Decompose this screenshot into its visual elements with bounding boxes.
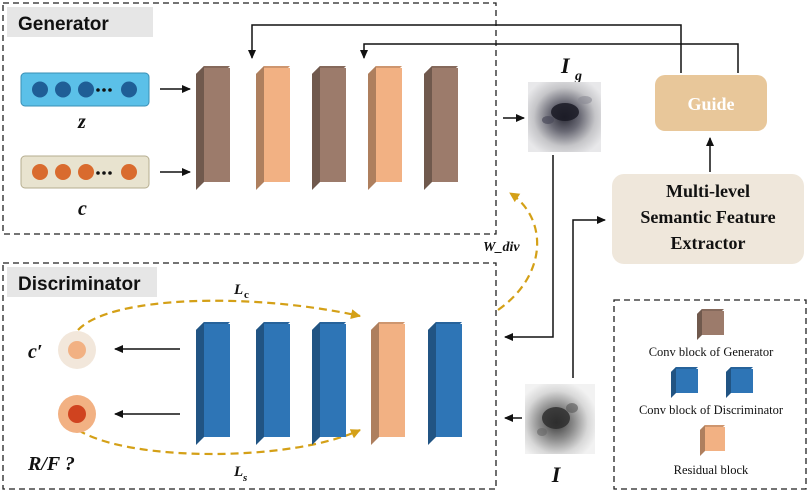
extractor-line-2: Semantic Feature: [640, 207, 775, 227]
discriminator-blocks: [196, 322, 462, 445]
diversity-weight-arrow: [497, 192, 539, 311]
discriminator-title: Discriminator: [18, 274, 141, 295]
legend-discriminator-label: Conv block of Discriminator: [639, 403, 784, 417]
extractor-box: [612, 174, 804, 264]
legend-residual-block-icon: [700, 425, 725, 456]
discriminator-panel: [2, 262, 497, 490]
class-output-label: c′: [28, 341, 43, 363]
guide-box: [655, 75, 767, 131]
legend-generator-label: Conv block of Generator: [649, 345, 774, 359]
class-output-inner: [68, 341, 86, 359]
noise-label: z: [77, 111, 86, 133]
discriminator-conv-block: [428, 322, 462, 445]
generator-conv-block: [424, 66, 458, 190]
residual-block: [368, 66, 402, 190]
legend-panel: [613, 299, 807, 490]
guide-label: Guide: [687, 94, 734, 114]
generator-panel: [2, 2, 497, 235]
class-loss-arrow: [77, 299, 361, 331]
class-loss-sub: c: [244, 289, 249, 301]
legend-generator-block-icon: [697, 309, 724, 340]
residual-block: [371, 322, 405, 445]
real-image-label: I: [551, 462, 562, 487]
guide-feedback-arrow-1: [248, 24, 682, 73]
generated-to-discriminator-arrow: [504, 155, 554, 341]
condition-vector: [20, 155, 150, 189]
generator-conv-block: [312, 66, 346, 190]
diversity-weight-label: W_div: [483, 240, 520, 255]
noise-vector: [20, 72, 150, 107]
real-image: [525, 384, 595, 454]
guide-feedback-arrow-2: [360, 43, 739, 73]
generated-image-label-sub: g: [574, 69, 582, 84]
condition-label: c: [78, 198, 87, 220]
discriminator-conv-block: [312, 322, 346, 445]
discriminator-conv-block: [196, 322, 230, 445]
real-to-extractor-arrow: [572, 216, 606, 378]
generator-title-bg: [7, 7, 153, 37]
residual-block: [256, 66, 290, 190]
source-loss-label: L: [233, 464, 243, 480]
extractor-line-1: Multi-level: [666, 181, 750, 201]
legend-discriminator-block-icon: [671, 367, 698, 398]
source-loss-arrow: [77, 428, 361, 456]
generator-conv-block: [196, 66, 230, 190]
generated-image-label: I: [560, 53, 571, 78]
legend-icons: [671, 309, 753, 456]
discriminator-title-bg: [7, 267, 157, 297]
extractor-line-3: Extractor: [671, 233, 746, 253]
generator-title: Generator: [18, 14, 109, 35]
real-fake-output-label: R/F ?: [27, 453, 75, 475]
class-loss-label: L: [233, 282, 243, 298]
real-fake-output-inner: [68, 405, 86, 423]
generated-image: [528, 82, 601, 152]
source-loss-sub: s: [242, 472, 247, 484]
legend-residual-label: Residual block: [674, 463, 749, 477]
discriminator-conv-block: [256, 322, 290, 445]
generator-blocks: [196, 66, 458, 190]
legend-discriminator-block-icon: [726, 367, 753, 398]
